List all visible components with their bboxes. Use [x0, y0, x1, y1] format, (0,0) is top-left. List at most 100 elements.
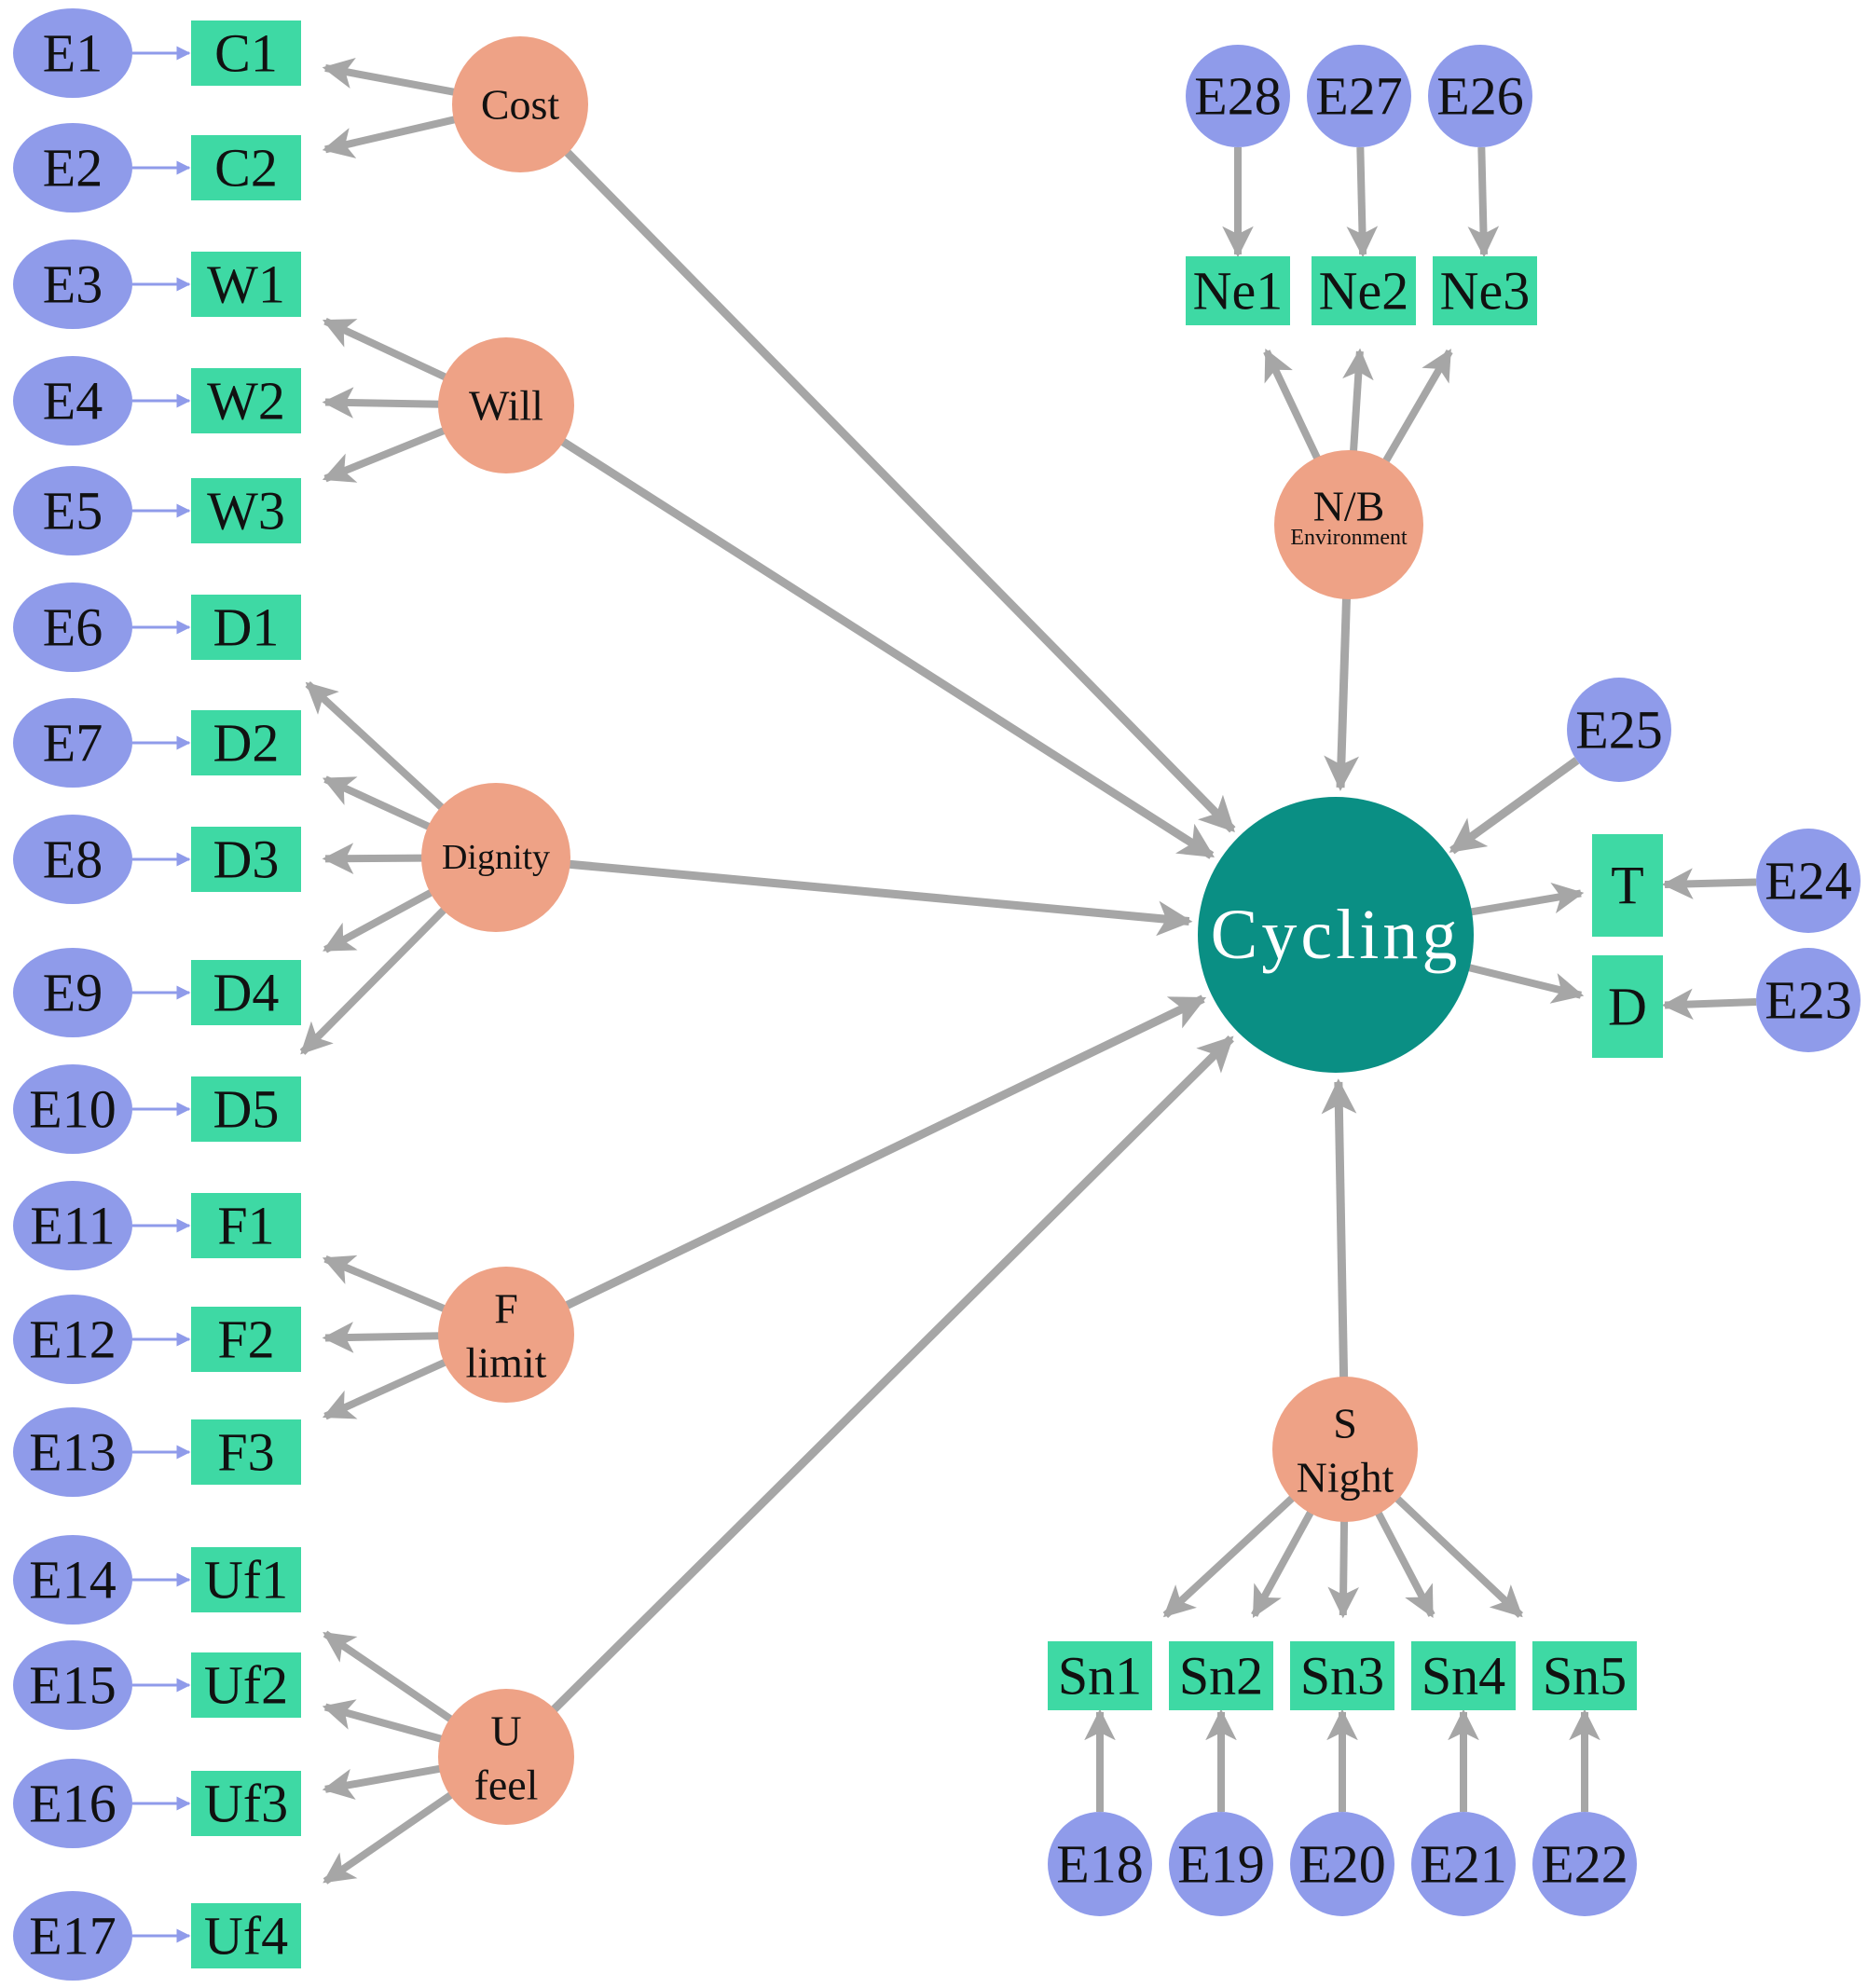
loading-snight-to-sn2 — [1251, 1507, 1315, 1618]
loading-flimit-to-f1 — [322, 1254, 448, 1314]
error-ellipse — [1048, 1812, 1152, 1916]
error-label: E10 — [29, 1079, 116, 1140]
error-label: E17 — [29, 1906, 116, 1967]
latent-label-line: feel — [474, 1762, 539, 1809]
indicator-box — [1592, 834, 1663, 937]
indicator-label: D3 — [213, 829, 280, 890]
error-ellipse — [13, 240, 132, 329]
path-cost-to-cycling — [562, 147, 1236, 833]
latent-circle — [1274, 450, 1423, 599]
error-label: E7 — [43, 713, 103, 774]
indicator-box — [1411, 1641, 1516, 1710]
indicator-box — [191, 1193, 301, 1258]
error-node-e21: E21 — [1411, 1812, 1516, 1916]
indicator-label: Ne1 — [1193, 261, 1284, 322]
indicator-d3: D3 — [191, 827, 301, 892]
latent-circle — [438, 1689, 574, 1825]
error-ellipse — [13, 815, 132, 904]
error-label: E4 — [43, 371, 103, 432]
indicator-c2: C2 — [191, 135, 301, 200]
indicator-box — [191, 21, 301, 86]
indicator-w3: W3 — [191, 478, 301, 543]
outcome-circle — [1198, 797, 1474, 1073]
indicator-sn4: Sn4 — [1411, 1641, 1516, 1710]
latent-label-line: U — [490, 1707, 521, 1755]
loading-ufeel-to-uf1 — [323, 1630, 456, 1724]
indicator-label: W2 — [207, 371, 285, 432]
loading-snight-to-sn4 — [1373, 1508, 1435, 1618]
loading-will-to-w3 — [322, 426, 448, 483]
indicator-sn1: Sn1 — [1048, 1641, 1152, 1710]
path-nb-to-cycling — [1324, 595, 1359, 791]
error-node-e27: E27 — [1307, 45, 1411, 147]
indicator-box — [1290, 1641, 1394, 1710]
latent-label-line: limit — [466, 1339, 547, 1387]
error-node-e18: E18 — [1048, 1812, 1152, 1916]
indicator-box — [191, 827, 301, 892]
indicator-label: Sn5 — [1543, 1646, 1627, 1707]
indicator-label: D — [1608, 977, 1647, 1037]
error-ellipse — [1290, 1812, 1394, 1916]
indicator-sn2: Sn2 — [1169, 1641, 1273, 1710]
indicator-label: D4 — [213, 963, 280, 1023]
indicator-box — [191, 1419, 301, 1485]
indicator-f1: F1 — [191, 1193, 301, 1258]
error-ellipse — [13, 1295, 132, 1384]
indicator-box — [1532, 1641, 1637, 1710]
indicator-box — [1048, 1641, 1152, 1710]
path-ufeel-to-cycling — [548, 1035, 1234, 1715]
error-label: E18 — [1056, 1834, 1143, 1895]
latent-dignity: Dignity — [421, 783, 570, 932]
error-label: E22 — [1541, 1834, 1628, 1895]
indicator-box — [191, 1652, 301, 1718]
error-label: E15 — [29, 1655, 116, 1716]
error-label: E11 — [30, 1196, 115, 1256]
error-node-e24: E24 — [1756, 829, 1861, 933]
error-node-e22: E22 — [1532, 1812, 1637, 1916]
path-snight-to-cycling — [1321, 1078, 1357, 1381]
indicator-box — [1433, 256, 1537, 325]
loading-dignity-to-d4 — [323, 887, 436, 953]
indicator-box — [191, 252, 301, 317]
latent-sublabel: Environment — [1290, 526, 1408, 550]
error-node-e11: E11 — [13, 1181, 132, 1270]
error-node-e23: E23 — [1756, 948, 1861, 1052]
error-node-e9: E9 — [13, 948, 132, 1037]
loading-will-to-w2 — [322, 387, 443, 418]
indicator-uf2: Uf2 — [191, 1652, 301, 1718]
latent-cost: Cost — [452, 36, 588, 172]
error-ellipse — [13, 698, 132, 788]
loading-snight-to-sn5 — [1393, 1493, 1524, 1618]
indicator-label: F1 — [217, 1196, 274, 1256]
nodes-layer: E1E2E3E4E5E6E7E8E9E10E11E12E13E14E15E16E… — [13, 8, 1861, 1981]
indicator-box — [1592, 955, 1663, 1058]
loading-flimit-to-f3 — [322, 1357, 449, 1420]
error-ellipse — [13, 466, 132, 555]
indicator-c1: C1 — [191, 21, 301, 86]
indicator-label: C2 — [214, 138, 278, 199]
error-ellipse — [1532, 1812, 1637, 1916]
loading-ufeel-to-uf3 — [322, 1764, 444, 1800]
error-label: E5 — [43, 481, 103, 542]
indicator-f3: F3 — [191, 1419, 301, 1485]
loading-dignity-to-d5 — [299, 905, 449, 1055]
error-node-e6: E6 — [13, 583, 132, 672]
error-ellipse — [1428, 45, 1532, 147]
indicator-ne3: Ne3 — [1433, 256, 1537, 325]
indicator-w2: W2 — [191, 368, 301, 433]
error-node-e13: E13 — [13, 1407, 132, 1497]
error-label: E8 — [43, 829, 103, 890]
loading-cycling-to-t — [1467, 882, 1585, 916]
indicator-t: T — [1592, 834, 1663, 937]
indicator-f2: F2 — [191, 1307, 301, 1372]
loading-dignity-to-d1 — [305, 681, 446, 813]
loading-dignity-to-d3 — [322, 843, 426, 874]
error-link-e26-to-ne3 — [1467, 146, 1500, 258]
indicator-ne2: Ne2 — [1312, 256, 1416, 325]
error-node-e15: E15 — [13, 1640, 132, 1730]
error-node-e20: E20 — [1290, 1812, 1394, 1916]
error-ellipse — [1307, 45, 1411, 147]
indicator-label: Sn4 — [1422, 1646, 1505, 1707]
indicator-box — [191, 1771, 301, 1836]
indicator-label: F2 — [217, 1309, 274, 1370]
